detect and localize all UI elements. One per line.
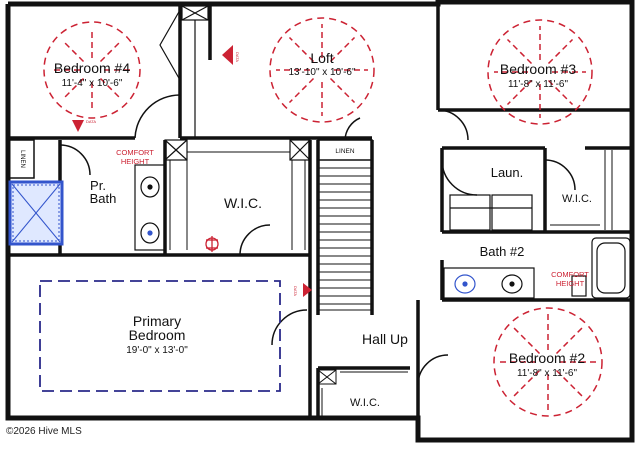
primary-bath-label-line1: Pr.: [90, 178, 106, 193]
loft-dims: 13'-10" x 10'-6": [288, 67, 356, 78]
ceiling-fan-icon: [43, 21, 141, 119]
washer-dryer: [449, 194, 533, 231]
data-label-2: DATA: [86, 119, 96, 124]
exterior-walls: [5, 0, 635, 443]
data-outlet-icon: [303, 283, 312, 297]
data-outlet-icon: [72, 120, 84, 132]
primary-bedroom-label-line1: Primary: [133, 313, 181, 329]
closet-doors: [159, 5, 209, 138]
hall-label: Hall Up: [362, 331, 408, 347]
bedroom4-dims: 11'-4" x 10'-6": [62, 78, 123, 89]
copyright-text: ©2026 Hive MLS: [6, 426, 82, 437]
data-label-3: DATA: [293, 286, 298, 296]
primary-bath-vanity: [134, 139, 311, 251]
comfort-height-1-line1: COMFORT: [116, 148, 154, 157]
laundry-label: Laun.: [491, 165, 524, 180]
data-outlets: [72, 45, 312, 297]
bedroom3-dims: 11'-8" x 11'-6": [508, 79, 568, 90]
ceiling-fan-icon: [269, 17, 375, 123]
right-wic-shelving: [550, 150, 613, 230]
primary-bedroom-label-line2: Bedroom: [129, 327, 186, 343]
door-swings: [59, 94, 576, 386]
ceiling-fan-icon: [487, 19, 593, 125]
bedroom4-label: Bedroom #4: [54, 60, 130, 76]
data-label-1: DATA: [235, 52, 240, 62]
primary-wic-shelving: [169, 151, 306, 250]
ceiling-fans: [43, 17, 603, 417]
right-wic-label: W.I.C.: [562, 193, 592, 205]
ceiling-fan-icon: [493, 307, 603, 417]
primary-wic-label: W.I.C.: [224, 195, 262, 211]
bath2-fixtures: [443, 237, 631, 299]
bedroom3-label: Bedroom #3: [500, 61, 576, 77]
linen-left-label: LINEN: [19, 150, 25, 168]
bedroom2-label: Bedroom #2: [509, 350, 585, 366]
linen-stair-label: LINEN: [335, 148, 354, 155]
bottom-wic-shelving: [317, 369, 408, 416]
comfort-height-2-line2: HEIGHT: [556, 279, 585, 288]
bedroom2-dims: 11'-8" x 11'-6": [517, 368, 577, 379]
primary-bedroom-tray-ceiling: [39, 280, 281, 392]
linen-closets: [7, 139, 373, 179]
data-outlet-icon: [222, 45, 233, 65]
shower: [8, 180, 64, 246]
thermostat-icon: [205, 236, 219, 252]
primary-bedroom-dims: 19'-0" x 13'-0": [126, 345, 188, 356]
stair-treads: [318, 167, 372, 305]
bottom-wic-label: W.I.C.: [350, 397, 380, 409]
primary-bath-label-line2: Bath: [90, 191, 117, 206]
comfort-height-1-line2: HEIGHT: [121, 157, 150, 166]
loft-label: Loft: [310, 50, 333, 66]
bath2-label: Bath #2: [480, 244, 525, 259]
comfort-height-2-line1: COMFORT: [551, 270, 589, 279]
